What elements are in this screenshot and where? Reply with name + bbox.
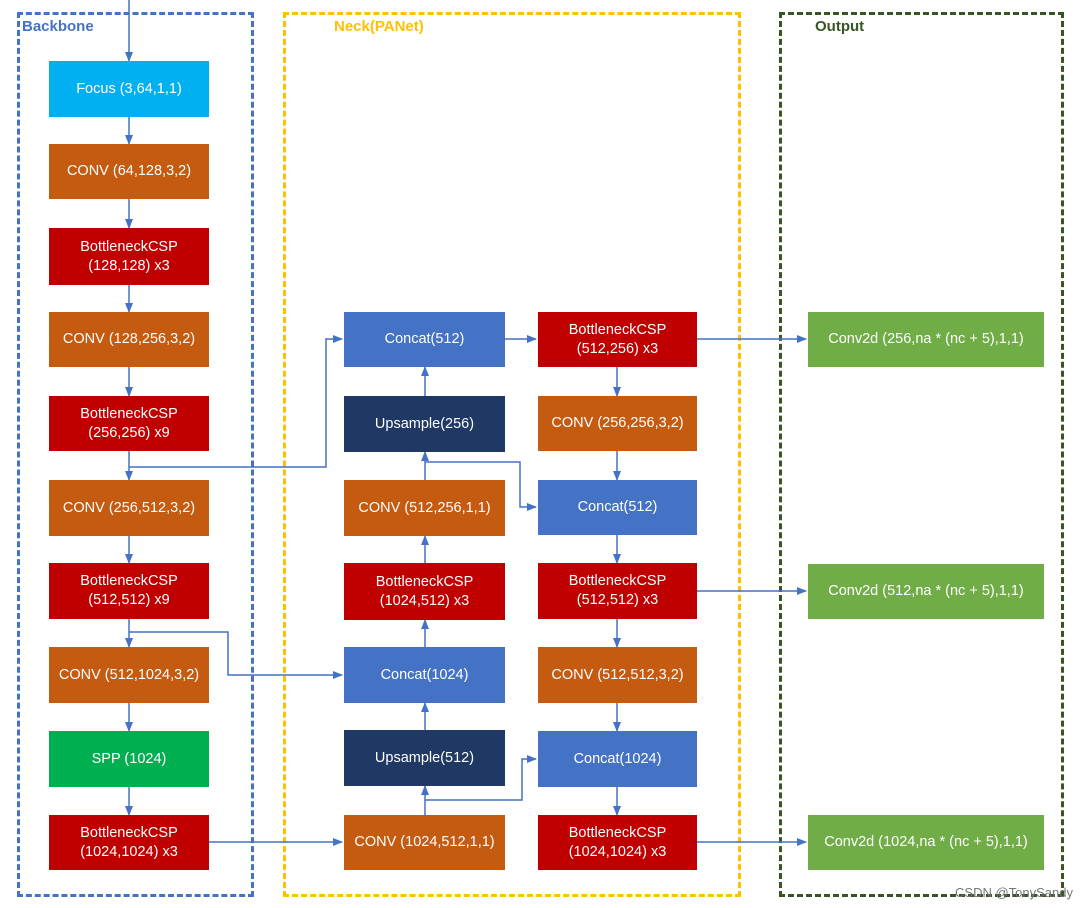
node-conv-1024-512: CONV (1024,512,1,1) xyxy=(344,815,505,870)
node-bottleneckcsp-1024: BottleneckCSP (1024,1024) x3 xyxy=(49,815,209,870)
node-upsample-256: Upsample(256) xyxy=(344,396,505,452)
neck-region xyxy=(283,12,741,897)
output-region xyxy=(779,12,1064,897)
node-conv-512-512: CONV (512,512,3,2) xyxy=(538,647,697,703)
node-conv2d-1024-output: Conv2d (1024,na * (nc + 5),1,1) xyxy=(808,815,1044,870)
node-conv2d-256-output: Conv2d (256,na * (nc + 5),1,1) xyxy=(808,312,1044,367)
output-title: Output xyxy=(815,18,865,35)
arrow-csp512-to-concat1024 xyxy=(129,631,343,679)
node-bottleneckcsp-512: BottleneckCSP (512,512) x9 xyxy=(49,563,209,619)
node-conv-512-1024: CONV (512,1024,3,2) xyxy=(49,647,209,703)
node-focus: Focus (3,64,1,1) xyxy=(49,61,209,117)
arrow-conv512_256-branch-to-concat512 xyxy=(425,461,537,511)
node-bottleneckcsp-1024-512: BottleneckCSP (1024,512) x3 xyxy=(344,563,505,620)
node-bottleneckcsp-128: BottleneckCSP (128,128) x3 xyxy=(49,228,209,285)
node-bottleneckcsp-512-512: BottleneckCSP (512,512) x3 xyxy=(538,563,697,619)
arrow-csp256-to-concat512 xyxy=(129,335,343,468)
node-concat-1024-left: Concat(1024) xyxy=(344,647,505,703)
node-bottleneckcsp-256: BottleneckCSP (256,256) x9 xyxy=(49,396,209,451)
backbone-region xyxy=(17,12,254,897)
node-conv-64-128: CONV (64,128,3,2) xyxy=(49,144,209,199)
node-concat-512-right: Concat(512) xyxy=(538,480,697,535)
node-conv-256-512: CONV (256,512,3,2) xyxy=(49,480,209,536)
node-concat-512-left: Concat(512) xyxy=(344,312,505,367)
backbone-title: Backbone xyxy=(22,18,94,35)
neck-title: Neck(PANet) xyxy=(334,18,424,35)
node-spp: SPP (1024) xyxy=(49,731,209,787)
node-bottleneckcsp-1024-1024-neck: BottleneckCSP (1024,1024) x3 xyxy=(538,815,697,870)
node-concat-1024-right: Concat(1024) xyxy=(538,731,697,787)
node-conv-256-256: CONV (256,256,3,2) xyxy=(538,396,697,451)
node-conv-128-256: CONV (128,256,3,2) xyxy=(49,312,209,367)
node-conv2d-512-output: Conv2d (512,na * (nc + 5),1,1) xyxy=(808,564,1044,619)
node-bottleneckcsp-512-256: BottleneckCSP (512,256) x3 xyxy=(538,312,697,367)
watermark: CSDN @TonySandy xyxy=(955,885,1073,900)
node-conv-512-256: CONV (512,256,1,1) xyxy=(344,480,505,536)
node-upsample-512: Upsample(512) xyxy=(344,730,505,786)
arrow-conv1024_512-branch-to-concat1024 xyxy=(425,755,537,801)
